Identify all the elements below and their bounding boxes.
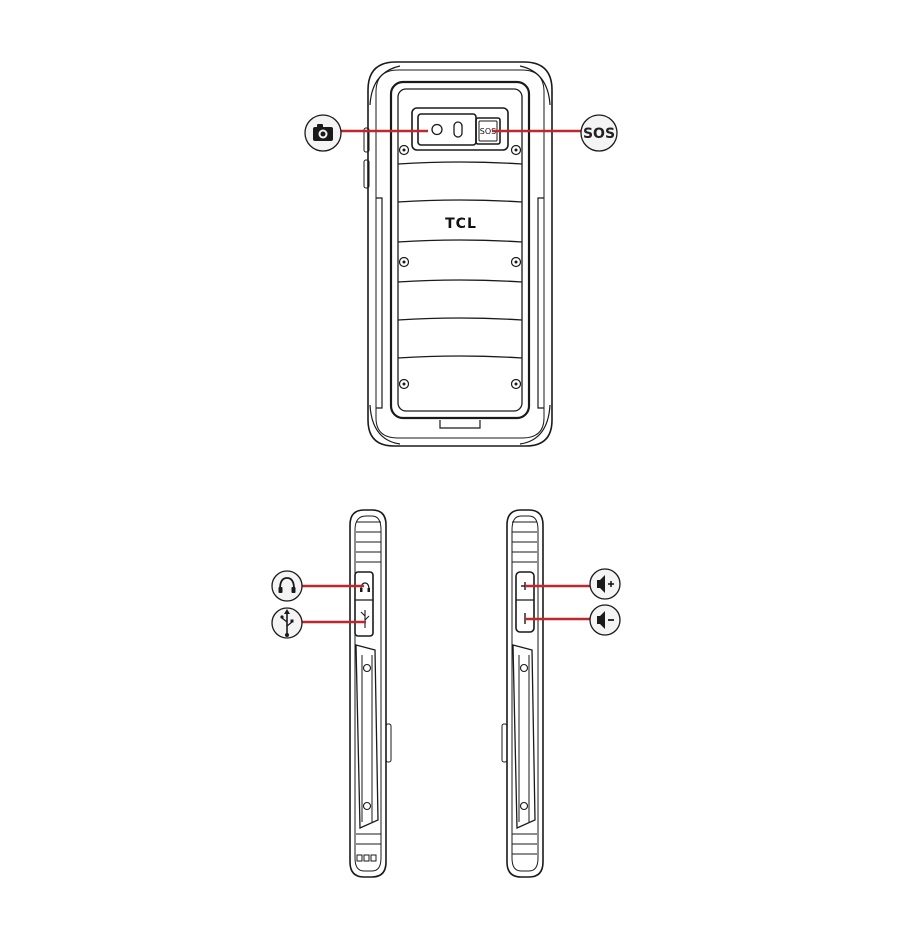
screw	[398, 144, 410, 156]
bumper-top-left	[369, 65, 401, 106]
cover-ridges	[397, 161, 523, 359]
phone-right-side-view	[501, 509, 544, 878]
port-cover-flap	[354, 571, 374, 637]
usb-callout	[271, 607, 366, 639]
camera-icon	[313, 124, 333, 141]
screw	[398, 256, 410, 268]
side-key-left-1	[363, 127, 370, 153]
side-key-left-2	[363, 159, 370, 189]
headset-callout	[271, 570, 364, 602]
usb-port-marking	[360, 610, 370, 628]
volume-rocker	[515, 571, 535, 633]
brand-logo: TCL	[445, 216, 477, 232]
camera-flash	[453, 121, 463, 138]
headset-jack-marking	[360, 582, 370, 592]
battery-cover-outer	[389, 80, 531, 420]
bumper-bottom-left	[369, 404, 401, 445]
volume-up-icon	[597, 575, 614, 593]
bumper-bottom-right	[519, 404, 551, 445]
screw	[510, 144, 522, 156]
phone-back-view: SOS TCL	[363, 61, 553, 447]
right-side-rail	[512, 644, 536, 829]
phone-left-side-view	[349, 509, 392, 878]
back-shell-inner-line	[375, 69, 545, 439]
cover-screws	[398, 144, 522, 390]
volume-up-callout	[525, 568, 621, 600]
camera-lens-window	[417, 113, 477, 146]
screw	[362, 663, 372, 673]
headset-callout-circle	[271, 570, 303, 602]
sos-icon: SOS	[583, 126, 615, 142]
battery-cover-inner	[397, 88, 523, 412]
screw	[510, 256, 522, 268]
usb-icon	[280, 609, 294, 637]
volume-down-callout	[525, 604, 621, 636]
camera-lens	[431, 123, 443, 136]
side-key-bump	[385, 723, 392, 763]
side-key-bump	[501, 723, 508, 763]
side-grip-right	[537, 197, 544, 409]
bottom-lanyard-tab	[439, 420, 481, 429]
right-grip-ridges-bottom	[512, 833, 537, 855]
sos-callout-circle	[580, 114, 618, 152]
screw	[398, 378, 410, 390]
right-grip-ridges-top	[512, 521, 537, 563]
right-side-inner	[511, 515, 539, 872]
sos-callout: SOS	[492, 114, 618, 152]
camera-callout	[304, 114, 428, 152]
screw	[362, 801, 372, 811]
back-outer-shell	[367, 61, 553, 447]
screw	[519, 663, 529, 673]
bumper-top-right	[519, 65, 551, 106]
sos-key-label: SOS	[480, 127, 496, 136]
right-side-outer	[506, 509, 544, 878]
left-side-rail	[355, 644, 379, 829]
camera-module	[411, 107, 509, 151]
left-side-inner	[354, 515, 382, 872]
left-grip-ridges-top	[356, 521, 381, 563]
left-side-outer	[349, 509, 387, 878]
screw	[519, 801, 529, 811]
volume-down-icon	[597, 611, 614, 629]
headphones-icon	[278, 577, 296, 593]
left-grip-ridges-bottom	[356, 833, 381, 845]
side-grip-left	[376, 197, 383, 409]
screw	[510, 378, 522, 390]
speaker-grille	[356, 854, 377, 862]
